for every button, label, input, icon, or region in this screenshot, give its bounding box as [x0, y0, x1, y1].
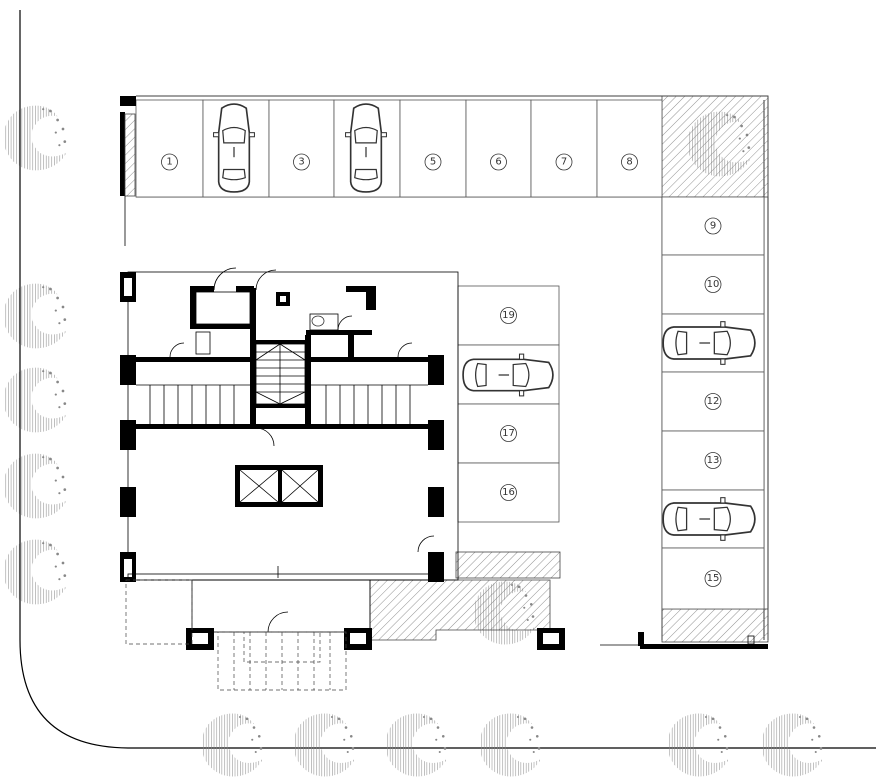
door[interactable] [397, 342, 413, 358]
building [120, 267, 768, 650]
column [120, 487, 136, 517]
parking-spot[interactable] [465, 99, 532, 198]
landscape-corner-bottom-right [661, 608, 769, 643]
spot-number: 16 [500, 484, 517, 501]
gate-structure [120, 96, 136, 246]
corridor-right [311, 384, 428, 424]
spot-number: 10 [704, 276, 722, 293]
door[interactable] [169, 342, 185, 358]
spot-number-circle [161, 153, 178, 171]
tree-icon [761, 713, 823, 777]
spot-number: 13 [704, 452, 722, 469]
parking-spot[interactable] [457, 403, 560, 464]
spot-number-label: 17 [502, 428, 515, 439]
spot-number-label: 8 [626, 157, 632, 168]
column [428, 552, 444, 582]
tree-icon [3, 367, 67, 433]
spot-number-circle [500, 307, 517, 324]
landscape-strip [455, 551, 561, 579]
spot-number: 12 [704, 393, 722, 410]
spot-number-label: 13 [707, 455, 720, 466]
spot-number-circle [704, 570, 722, 587]
spot-number-circle [500, 425, 517, 442]
parking-spot[interactable] [596, 99, 663, 198]
spot-number-label: 7 [561, 157, 567, 168]
spot-number-label: 10 [707, 279, 720, 290]
spot-number: 9 [704, 217, 722, 235]
tree-icon [385, 713, 447, 777]
spot-number: 7 [555, 153, 573, 171]
spot-number-label: 3 [298, 157, 304, 168]
door[interactable] [337, 315, 353, 331]
spot-number-circle [621, 153, 638, 171]
spot-number-label: 9 [710, 221, 716, 232]
spot-number-circle [704, 276, 722, 293]
spot-number-circle [293, 153, 310, 171]
door[interactable] [267, 611, 289, 633]
spot-number-circle [704, 393, 722, 410]
spot-number-label: 6 [495, 157, 501, 168]
column [428, 487, 444, 517]
parking-spot[interactable] [399, 99, 467, 198]
spot-number: 1 [161, 153, 178, 171]
spot-number: 17 [500, 425, 517, 442]
spot-number-label: 1 [166, 157, 172, 168]
parking-spot[interactable] [135, 99, 204, 198]
entry-steps [125, 579, 347, 691]
parking-spot[interactable] [268, 99, 335, 198]
tree-icon [479, 713, 541, 777]
tree-icon [3, 453, 67, 519]
spot-number-circle [424, 153, 442, 171]
spot-number-circle [490, 153, 507, 171]
tree-icon [3, 539, 67, 605]
door[interactable] [255, 427, 275, 447]
spot-number: 6 [490, 153, 507, 171]
spot-number-label: 15 [707, 573, 720, 584]
spot-number-circle [704, 452, 722, 469]
spot-number-circle [704, 217, 722, 235]
elevator-icon [235, 465, 323, 507]
spot-number-label: 5 [430, 157, 436, 168]
spot-number: 5 [424, 153, 442, 171]
tree-icon [3, 105, 67, 171]
parking-row-top [135, 99, 663, 198]
stair-icon [252, 340, 308, 408]
door[interactable] [213, 267, 237, 291]
corridor-left [136, 384, 250, 424]
spot-number-label: 16 [502, 487, 515, 498]
spot-number-label: 19 [502, 310, 515, 321]
spot-number-label: 12 [707, 396, 720, 407]
door[interactable] [417, 535, 435, 553]
column [120, 355, 136, 385]
spot-number-circle [555, 153, 573, 171]
site-boundary [19, 10, 876, 749]
spot-number: 8 [621, 153, 638, 171]
door[interactable] [255, 269, 277, 291]
parking-spot[interactable] [530, 99, 598, 198]
parking-spot[interactable] [661, 371, 765, 432]
tree-icon [293, 713, 355, 777]
tree-icon [201, 713, 263, 777]
tree-icon [667, 713, 729, 777]
spot-number: 3 [293, 153, 310, 171]
column [428, 355, 444, 385]
spot-number: 19 [500, 307, 517, 324]
tree-icon [3, 283, 67, 349]
spot-number: 15 [704, 570, 722, 587]
landscape-corner-top-right [661, 95, 769, 198]
spot-number-circle [500, 484, 517, 501]
